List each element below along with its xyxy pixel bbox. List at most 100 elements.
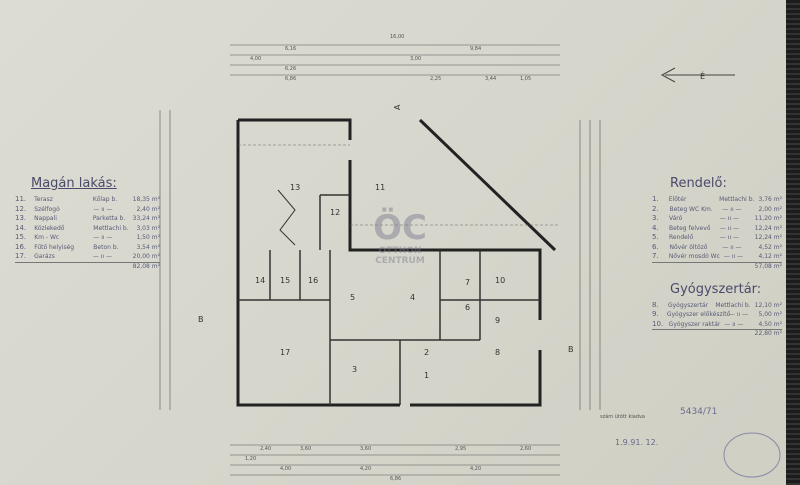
room-number: 9. (652, 310, 659, 318)
floor-material: — ıı — (92, 253, 112, 260)
room-name: Előtér (668, 196, 687, 203)
room-number: 15. (15, 233, 27, 241)
room-number: 8 (495, 348, 500, 357)
section-label: B (198, 315, 204, 324)
room-number: 17. (15, 252, 27, 260)
room-name: Gyógyszer előkészítő (666, 311, 731, 318)
legend-row: 12.Szélfogó— ıı —2,40 m² (15, 205, 160, 215)
floor-material: — ıı — (719, 215, 740, 222)
dim-label: 4,00 (250, 56, 261, 62)
dim-label: 1,20 (245, 456, 256, 462)
dim-label: 3,00 (410, 56, 421, 62)
room-name: Váró (668, 215, 683, 222)
room-name: Közlekedő (34, 224, 65, 232)
room-name: Rendelő (668, 234, 694, 241)
room-area: 2,00 m² (758, 205, 782, 213)
section-label: A (393, 104, 402, 110)
room-area: 12,24 m² (754, 234, 783, 241)
legend-row: 6.Nővér öltöző— ıı —4,52 m² (652, 243, 782, 253)
room-area: 20,00 m² (132, 253, 160, 260)
room-name: Garázs (34, 253, 55, 260)
room-number: 11 (375, 183, 385, 192)
stamp-date: 1.9.91. 12. (615, 438, 658, 447)
room-number: 14 (255, 276, 265, 285)
legend-total: 22,80 m² (652, 329, 782, 337)
room-number: 14. (15, 223, 27, 232)
room-number: 11. (15, 195, 27, 203)
room-number: 4 (410, 293, 415, 302)
dark-background-edge (786, 0, 800, 485)
room-number: 16. (15, 242, 27, 251)
legend-row: 5. Rendelő — ıı — 12,24 m² (652, 233, 782, 243)
room-name: Beteg felvevő (668, 224, 711, 232)
watermark-line2: CENTRUM (375, 256, 425, 266)
floor-material: — ıı — (93, 205, 113, 213)
room-area: 5,00 m² (758, 311, 782, 318)
room-number: 16 (308, 276, 318, 285)
floor-material: Mettlachi b. (719, 196, 755, 203)
dim-label: 6,86 (390, 476, 401, 482)
room-name: Gyógyszertár (667, 301, 709, 309)
room-number: 6 (465, 303, 470, 312)
room-name: Nővér mosdó Wc (668, 253, 720, 260)
legend-row: 2.Beteg WC Km.— ıı —2,00 m² (652, 205, 782, 215)
legend-row: 17. Garázs — ıı — 20,00 m² (15, 252, 160, 262)
pharmacy-legend-title: Gyógyszertár: (670, 281, 762, 297)
dim-label: 9,84 (470, 46, 481, 52)
room-number: 3. (652, 214, 659, 222)
floor-material: — ıı — (719, 224, 740, 232)
room-area: 3,76 m² (758, 196, 782, 203)
room-area: 1,50 m² (136, 234, 160, 241)
floor-material: Beton b. (93, 243, 119, 251)
legend-title: Magán lakás: (31, 176, 117, 191)
room-number: 3 (352, 365, 357, 374)
floor-material: — ıı — (724, 320, 744, 328)
dim-label: 16,00 (390, 34, 404, 40)
room-area: 4,50 m² (758, 320, 782, 328)
floor-material: — ıı — (723, 253, 744, 260)
room-area: 12,10 m² (754, 301, 782, 309)
legend-title: Rendelő: (670, 176, 727, 191)
dim-label: 4,20 (360, 466, 371, 472)
dim-label: 4,00 (280, 466, 291, 472)
room-name: Beteg WC Km. (669, 205, 713, 213)
floor-material: Mettlachi b. (715, 301, 751, 309)
dim-label: 6,16 (285, 46, 296, 52)
room-name: Nappali (34, 215, 57, 222)
dim-label: 3,60 (360, 446, 371, 452)
floor-material: Kőlap b. (92, 196, 118, 203)
room-number: 5. (652, 233, 659, 241)
stamp-text: szám ütött kiadva (600, 413, 645, 420)
room-number: 15 (280, 276, 290, 285)
legend-total: 57,08 m² (652, 261, 782, 270)
dim-label: 2,40 (260, 446, 271, 452)
room-area: 11,20 m² (754, 215, 783, 222)
room-number: 8. (652, 300, 659, 309)
room-number: 1. (652, 195, 659, 203)
room-area: 3,54 m² (136, 243, 160, 251)
room-area: 2,40 m² (136, 205, 160, 213)
room-number: 7 (465, 278, 470, 287)
room-number: 9 (495, 316, 500, 325)
floor-material: — ıı — (722, 205, 742, 213)
watermark-logo-text: ÖC (373, 208, 427, 248)
room-area: 33,24 m² (132, 215, 160, 222)
room-area: 3,03 m² (136, 224, 160, 232)
watermark-logo: ÖC OTTHON CENTRUM (365, 210, 435, 266)
room-name: Nővér öltöző (669, 243, 708, 251)
room-number: 13. (15, 214, 27, 222)
room-number: 12 (330, 208, 340, 217)
floor-material: — ıı — (719, 234, 740, 241)
dim-label: 1,05 (520, 76, 531, 82)
stamp-number: 5434/71 (680, 407, 717, 417)
room-name: Gyógyszer raktár (668, 320, 721, 328)
legend-row: 10.Gyógyszer raktár— ıı —4,50 m² (652, 320, 782, 330)
dim-label: 2,95 (455, 446, 466, 452)
room-number: 13 (290, 183, 300, 192)
dim-label: 2,60 (520, 446, 531, 452)
legend-row: 7.Nővér mosdó Wc— ıı —4,12 m² (652, 252, 782, 262)
